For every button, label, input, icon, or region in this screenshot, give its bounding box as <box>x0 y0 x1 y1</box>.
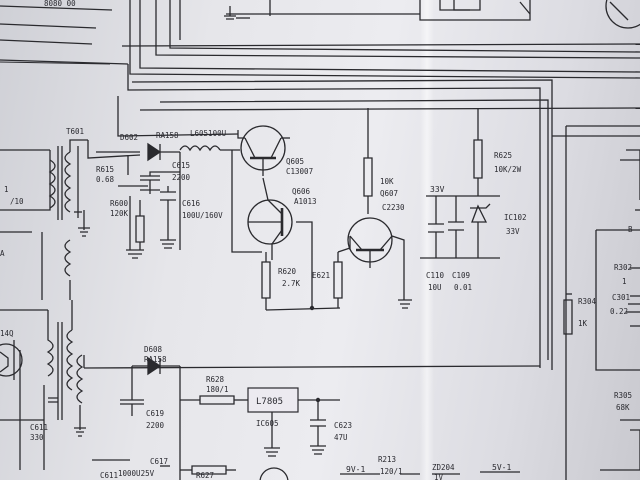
label-r305-val: 68K <box>616 403 630 412</box>
label-q606-part: A1013 <box>294 197 317 206</box>
label-r620-val: 2.7K <box>282 279 301 288</box>
c617-r627-section <box>160 465 289 480</box>
label-r302-val: 1 <box>622 277 627 286</box>
l605-inductor <box>179 145 240 152</box>
label-r600-val: 120K <box>110 209 129 218</box>
label-ic102: IC102 <box>504 213 527 222</box>
label-d602: D602 <box>120 133 138 142</box>
label-top-frag: 8080 00 <box>44 0 76 8</box>
label-r10k: 10K <box>380 177 394 186</box>
label-left-frag-d: C611 <box>30 423 48 432</box>
l7805-regulator <box>247 387 340 457</box>
label-t601: T601 <box>66 127 84 136</box>
label-q607-part: C2230 <box>382 203 405 212</box>
e621-resistor <box>333 247 351 308</box>
label-r628-val: 180/1 <box>206 385 229 394</box>
label-ra158-top: RA158 <box>156 131 179 140</box>
transformer-t601 <box>0 139 541 470</box>
label-r615: R615 <box>96 165 114 174</box>
label-left-frag-b: /10 <box>10 197 24 206</box>
label-ic605: IC605 <box>256 419 279 428</box>
label-left-frag-c: 14Q <box>0 329 14 338</box>
label-r302: R302 <box>614 263 632 272</box>
label-q605: Q605 <box>286 157 304 166</box>
label-e621: E621 <box>312 271 330 280</box>
r620-resistor <box>261 252 341 311</box>
r305-section <box>600 419 640 471</box>
label-ra158-bot: RA158 <box>144 355 167 364</box>
label-r213-val: 120/1 <box>380 467 403 476</box>
label-r600: R600 <box>110 199 129 208</box>
label-c110: C110 <box>426 271 445 280</box>
label-c110-val: 10U <box>428 283 442 292</box>
top-right-fragment <box>605 0 640 29</box>
label-zd204: ZD204 <box>432 463 455 472</box>
q606-transistor <box>247 177 313 308</box>
label-r305: R305 <box>614 391 632 400</box>
label-mid-frag: 1V <box>434 473 444 480</box>
label-r627: R627 <box>196 471 214 480</box>
label-q605-part: C13007 <box>286 167 313 176</box>
r302-c301-section <box>626 267 640 327</box>
d608-diode <box>131 356 181 480</box>
right-bus-lines <box>117 64 640 480</box>
label-c109-val: 0.01 <box>454 283 472 292</box>
label-q606: Q606 <box>292 187 311 196</box>
bottom-right-wiring <box>340 471 520 475</box>
q605-transistor <box>231 125 290 253</box>
label-l7805: L7805 <box>256 397 283 407</box>
label-c616: C616 <box>182 199 201 208</box>
label-c619-val: 2200 <box>146 421 165 430</box>
label-d608: D608 <box>144 345 163 354</box>
label-r304: R304 <box>578 297 597 306</box>
label-c615: C615 <box>172 161 190 170</box>
label-left-frag-f: C611 <box>100 471 118 480</box>
label-left-frag-e: 330 <box>30 433 44 442</box>
label-c109: C109 <box>452 271 470 280</box>
r10k-resistor <box>363 108 373 214</box>
label-5v: 5V-1 <box>492 463 511 472</box>
label-r620: R620 <box>278 267 297 276</box>
label-r615-val: 0.68 <box>96 175 115 184</box>
r628-resistor <box>180 395 248 405</box>
label-c619: C619 <box>146 409 164 418</box>
label-r625: R625 <box>494 151 512 160</box>
zener-network <box>420 108 500 259</box>
label-c615-val: 2200 <box>172 173 191 182</box>
label-33v: 33V <box>430 185 445 194</box>
label-c623-val: 47U <box>334 433 348 442</box>
label-l605: L605100U <box>190 129 226 138</box>
label-c617: C617 <box>150 457 168 466</box>
label-c301: C301 <box>612 293 630 302</box>
label-c616-val: 100U/160V <box>182 211 223 220</box>
label-ic102-val: 33V <box>506 227 520 236</box>
r615-c615-network <box>118 155 180 259</box>
c619-capacitor <box>120 399 144 416</box>
q607-transistor <box>347 217 412 309</box>
label-frag-a: A <box>0 249 5 258</box>
c623-capacitor <box>310 400 326 455</box>
label-left-frag-a: 1 <box>4 185 9 194</box>
d602-diode <box>96 142 181 250</box>
label-c301-val: 0.22 <box>610 307 628 316</box>
top-center-fragment <box>224 0 481 20</box>
label-r628: R628 <box>206 375 225 384</box>
label-c623: C623 <box>334 421 352 430</box>
label-frag-b: B <box>628 225 633 234</box>
label-c617-val: 1000U25V <box>118 469 155 478</box>
paper-fold <box>420 0 434 480</box>
top-bus-lines <box>0 0 640 79</box>
label-r304-val: 1K <box>578 319 588 328</box>
label-r625-val: 10K/2W <box>494 165 522 174</box>
r304-resistor <box>563 293 573 335</box>
label-q607: Q607 <box>380 189 398 198</box>
label-9v: 9V-1 <box>346 465 365 474</box>
label-r213: R213 <box>378 455 396 464</box>
